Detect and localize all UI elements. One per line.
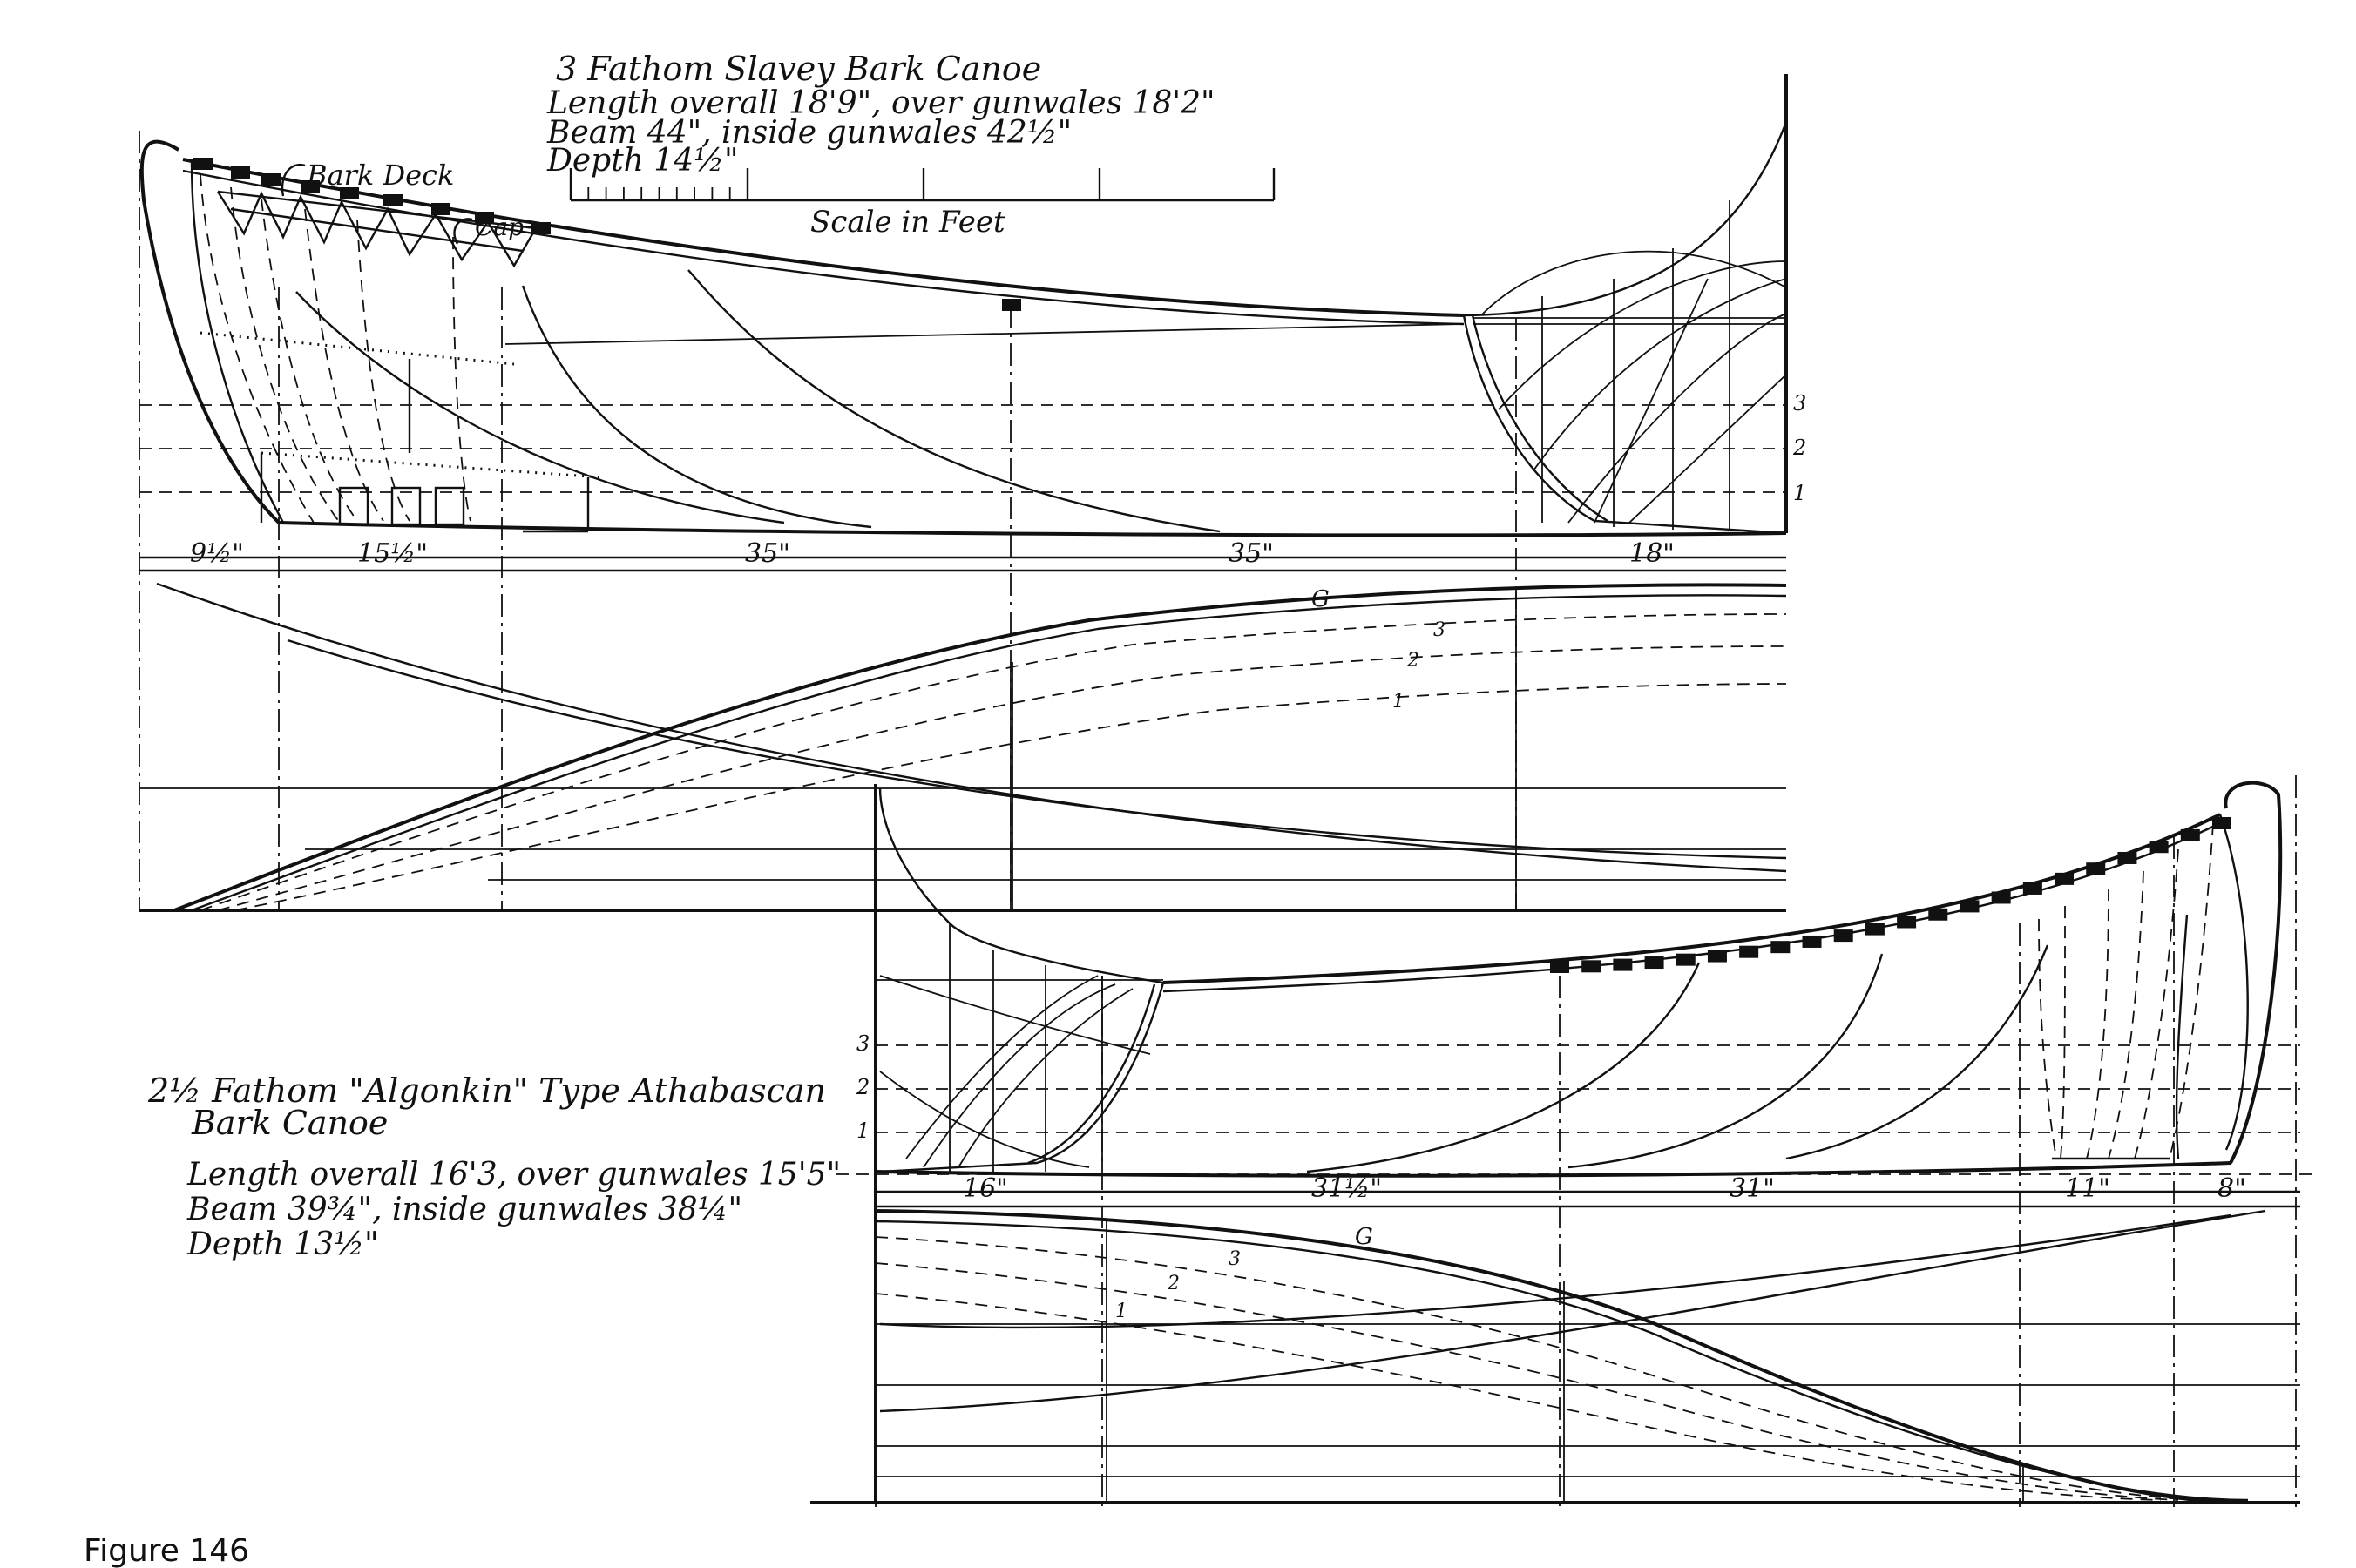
algonkin-half-breadth-plan: G 3 2 1 <box>810 1205 2300 1504</box>
slavey-station-dimensions: 9½" 15½" 35" 35" 18" <box>139 538 1786 569</box>
algonkin-depth-spec: Depth 13½" <box>186 1227 379 1262</box>
algonkin-title-block: 2½ Fathom "Algonkin" Type Athabascan Bar… <box>147 1071 841 1262</box>
algonkin-waterline-3: 3 <box>856 1031 870 1056</box>
slavey-plan-label-g: G <box>1311 586 1330 612</box>
algonkin-waterline-2: 2 <box>856 1075 870 1099</box>
slavey-station-3: 35" <box>745 538 790 569</box>
algonkin-station-5: 8" <box>2217 1173 2246 1204</box>
figure-caption: Figure 146 <box>84 1533 249 1568</box>
algonkin-station-3: 31" <box>1730 1173 1775 1204</box>
algonkin-station-4: 11" <box>2065 1173 2110 1204</box>
slavey-depth-spec: Depth 14½" <box>546 143 739 179</box>
slavey-plan-label-2: 2 <box>1406 650 1419 672</box>
slavey-title-block: 3 Fathom Slavey Bark Canoe Length overal… <box>546 50 1215 179</box>
algonkin-title-line1: 2½ Fathom "Algonkin" Type Athabascan <box>147 1071 826 1110</box>
algonkin-plan-label-3: 3 <box>1229 1248 1241 1270</box>
slavey-plan-label-1: 1 <box>1392 691 1405 713</box>
algonkin-profile <box>874 781 2283 1503</box>
slavey-station-2: 15½" <box>357 538 428 569</box>
algonkin-station-2: 31½" <box>1311 1173 1382 1204</box>
slavey-length-spec: Length overall 18'9", over gunwales 18'2… <box>546 85 1215 121</box>
algonkin-station-1: 16" <box>963 1173 1008 1204</box>
algonkin-waterline-1: 1 <box>856 1119 870 1143</box>
algonkin-station-dimensions: 16" 31½" 31" 11" 8" <box>876 1173 2300 1204</box>
scale-label: Scale in Feet <box>810 205 1005 240</box>
slavey-title: 3 Fathom Slavey Bark Canoe <box>556 50 1041 88</box>
slavey-waterline-1: 1 <box>1793 481 1806 505</box>
callout-bark-deck: Bark Deck <box>306 159 454 192</box>
slavey-grid: 3 2 1 <box>139 131 1806 910</box>
algonkin-canoe-drawing: 2½ Fathom "Algonkin" Type Athabascan Bar… <box>147 775 2318 1507</box>
slavey-station-4: 35" <box>1229 538 1274 569</box>
slavey-waterline-2: 2 <box>1792 436 1806 460</box>
slavey-station-5: 18" <box>1629 538 1675 569</box>
slavey-beam-spec: Beam 44", inside gunwales 42½" <box>546 115 1072 151</box>
slavey-half-breadth-plan: G 3 2 1 <box>139 569 1787 912</box>
slavey-canoe-drawing: 3 Fathom Slavey Bark Canoe Length overal… <box>139 50 1806 912</box>
callout-cap: Cap <box>475 213 524 241</box>
algonkin-title-line2: Bark Canoe <box>191 1104 388 1142</box>
slavey-profile: Bark Deck Cap <box>139 74 1788 537</box>
algonkin-grid: 3 2 1 <box>836 775 2318 1507</box>
scale-bar: Scale in Feet <box>569 168 1276 240</box>
algonkin-beam-spec: Beam 39¾", inside gunwales 38¼" <box>186 1192 742 1227</box>
algonkin-plan-label-1: 1 <box>1115 1301 1127 1322</box>
slavey-waterline-3: 3 <box>1793 391 1806 416</box>
algonkin-plan-label-2: 2 <box>1167 1273 1180 1294</box>
algonkin-plan-label-g: G <box>1355 1224 1373 1250</box>
slavey-plan-label-3: 3 <box>1433 619 1445 641</box>
slavey-station-1: 9½" <box>190 538 244 569</box>
algonkin-length-spec: Length overall 16'3, over gunwales 15'5" <box>186 1157 841 1193</box>
